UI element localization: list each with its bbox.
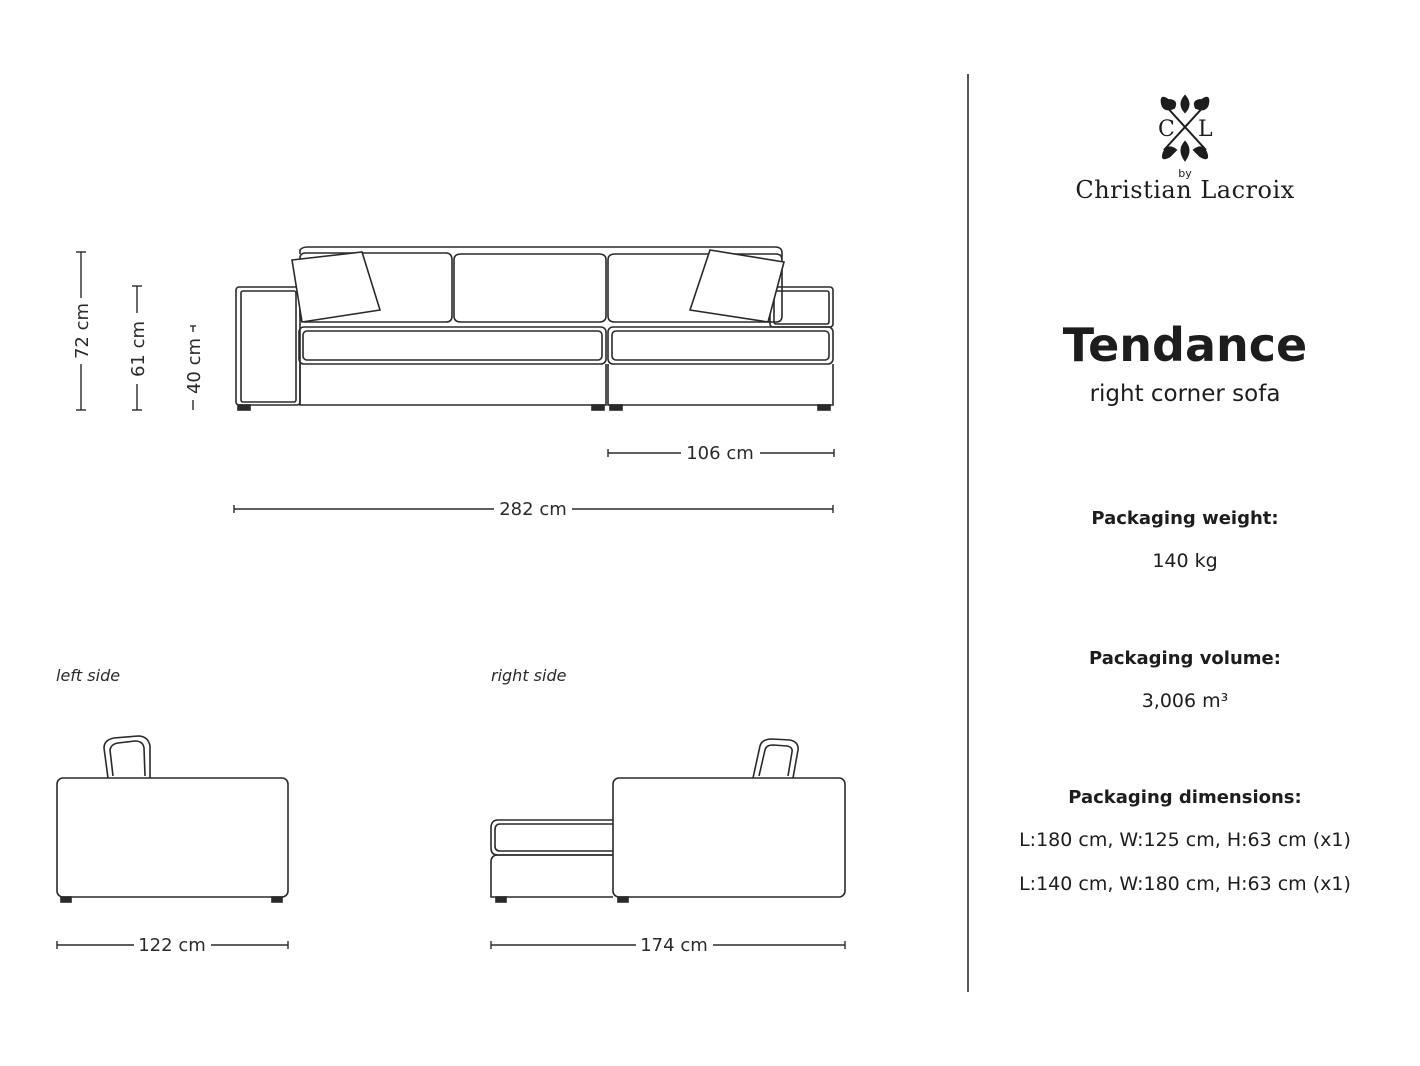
dim-height-seat: 40 cm — [184, 338, 205, 394]
brand-logo: C L — [1158, 94, 1213, 162]
svg-text:C: C — [1158, 117, 1175, 142]
packaging-volume-label: Packaging volume: — [1089, 648, 1281, 669]
dim-right-depth: 174 cm — [640, 935, 708, 956]
svg-text:L: L — [1198, 117, 1213, 142]
dimension-lines — [56, 251, 846, 949]
packaging-weight-value: 140 kg — [1152, 550, 1218, 572]
product-title: Tendance — [1062, 318, 1308, 372]
brand-by: by — [1178, 167, 1192, 180]
product-subtitle: right corner sofa — [1089, 381, 1281, 407]
sofa-front-view — [235, 246, 834, 411]
dim-total-width: 282 cm — [499, 499, 567, 520]
sofa-right-side-view — [490, 738, 846, 903]
packaging-dimensions-label: Packaging dimensions: — [1068, 787, 1302, 808]
packaging-volume-value: 3,006 m³ — [1141, 690, 1229, 712]
dim-left-depth: 122 cm — [138, 935, 206, 956]
left-side-label: left side — [56, 666, 120, 685]
sofa-left-side-view — [56, 735, 289, 903]
packaging-dimension-line: L:180 cm, W:125 cm, H:63 cm (x1) — [1019, 829, 1351, 851]
packaging-dimension-line: L:140 cm, W:180 cm, H:63 cm (x1) — [1019, 873, 1351, 895]
brand-name: Christian Lacroix — [1075, 176, 1295, 204]
dim-height-total: 72 cm — [72, 303, 93, 359]
dim-height-arm: 61 cm — [128, 321, 149, 377]
packaging-weight-label: Packaging weight: — [1091, 508, 1279, 529]
product-info-panel: by Christian Lacroix Tendance right corn… — [970, 0, 1400, 1066]
right-side-label: right side — [491, 666, 567, 685]
dim-chaise-width: 106 cm — [686, 443, 754, 464]
